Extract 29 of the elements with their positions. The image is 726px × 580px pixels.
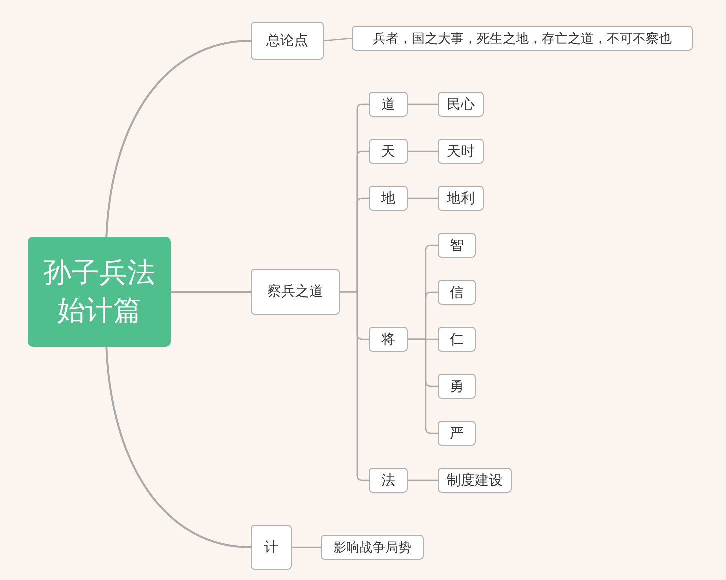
connector-line [408,480,438,482]
topic-box: 法 [369,468,408,493]
topic-box: 计 [251,525,292,570]
topic-box: 影响战争局势 [321,535,424,560]
topic-box: 道 [369,92,408,117]
topic-box: 总论点 [251,22,324,60]
topic-box: 察兵之道 [251,269,340,315]
topic-box: 地利 [438,186,484,211]
connector-line [408,198,438,200]
topic-box: 勇 [438,374,476,399]
topic-box: 信 [438,280,476,305]
topic-box: 仁 [438,327,476,352]
topic-box: 严 [438,421,476,446]
connector-line [408,150,438,152]
connector-line [292,546,321,548]
connector-line [324,38,352,42]
topic-box: 制度建设 [438,468,512,493]
connector-line [171,291,251,293]
topic-box: 将 [369,327,408,352]
topic-box: 智 [438,233,476,258]
topic-box: 天 [369,139,408,164]
topic-box: 兵者，国之大事，死生之地，存亡之道，不可不察也 [352,26,693,51]
connector-line [106,40,252,238]
connector-line [408,104,438,106]
topic-box: 天时 [438,139,484,164]
connector-line [106,346,252,548]
topic-box: 民心 [438,92,484,117]
central-topic-box: 孙子兵法始计篇 [28,237,171,347]
topic-box: 地 [369,186,408,211]
